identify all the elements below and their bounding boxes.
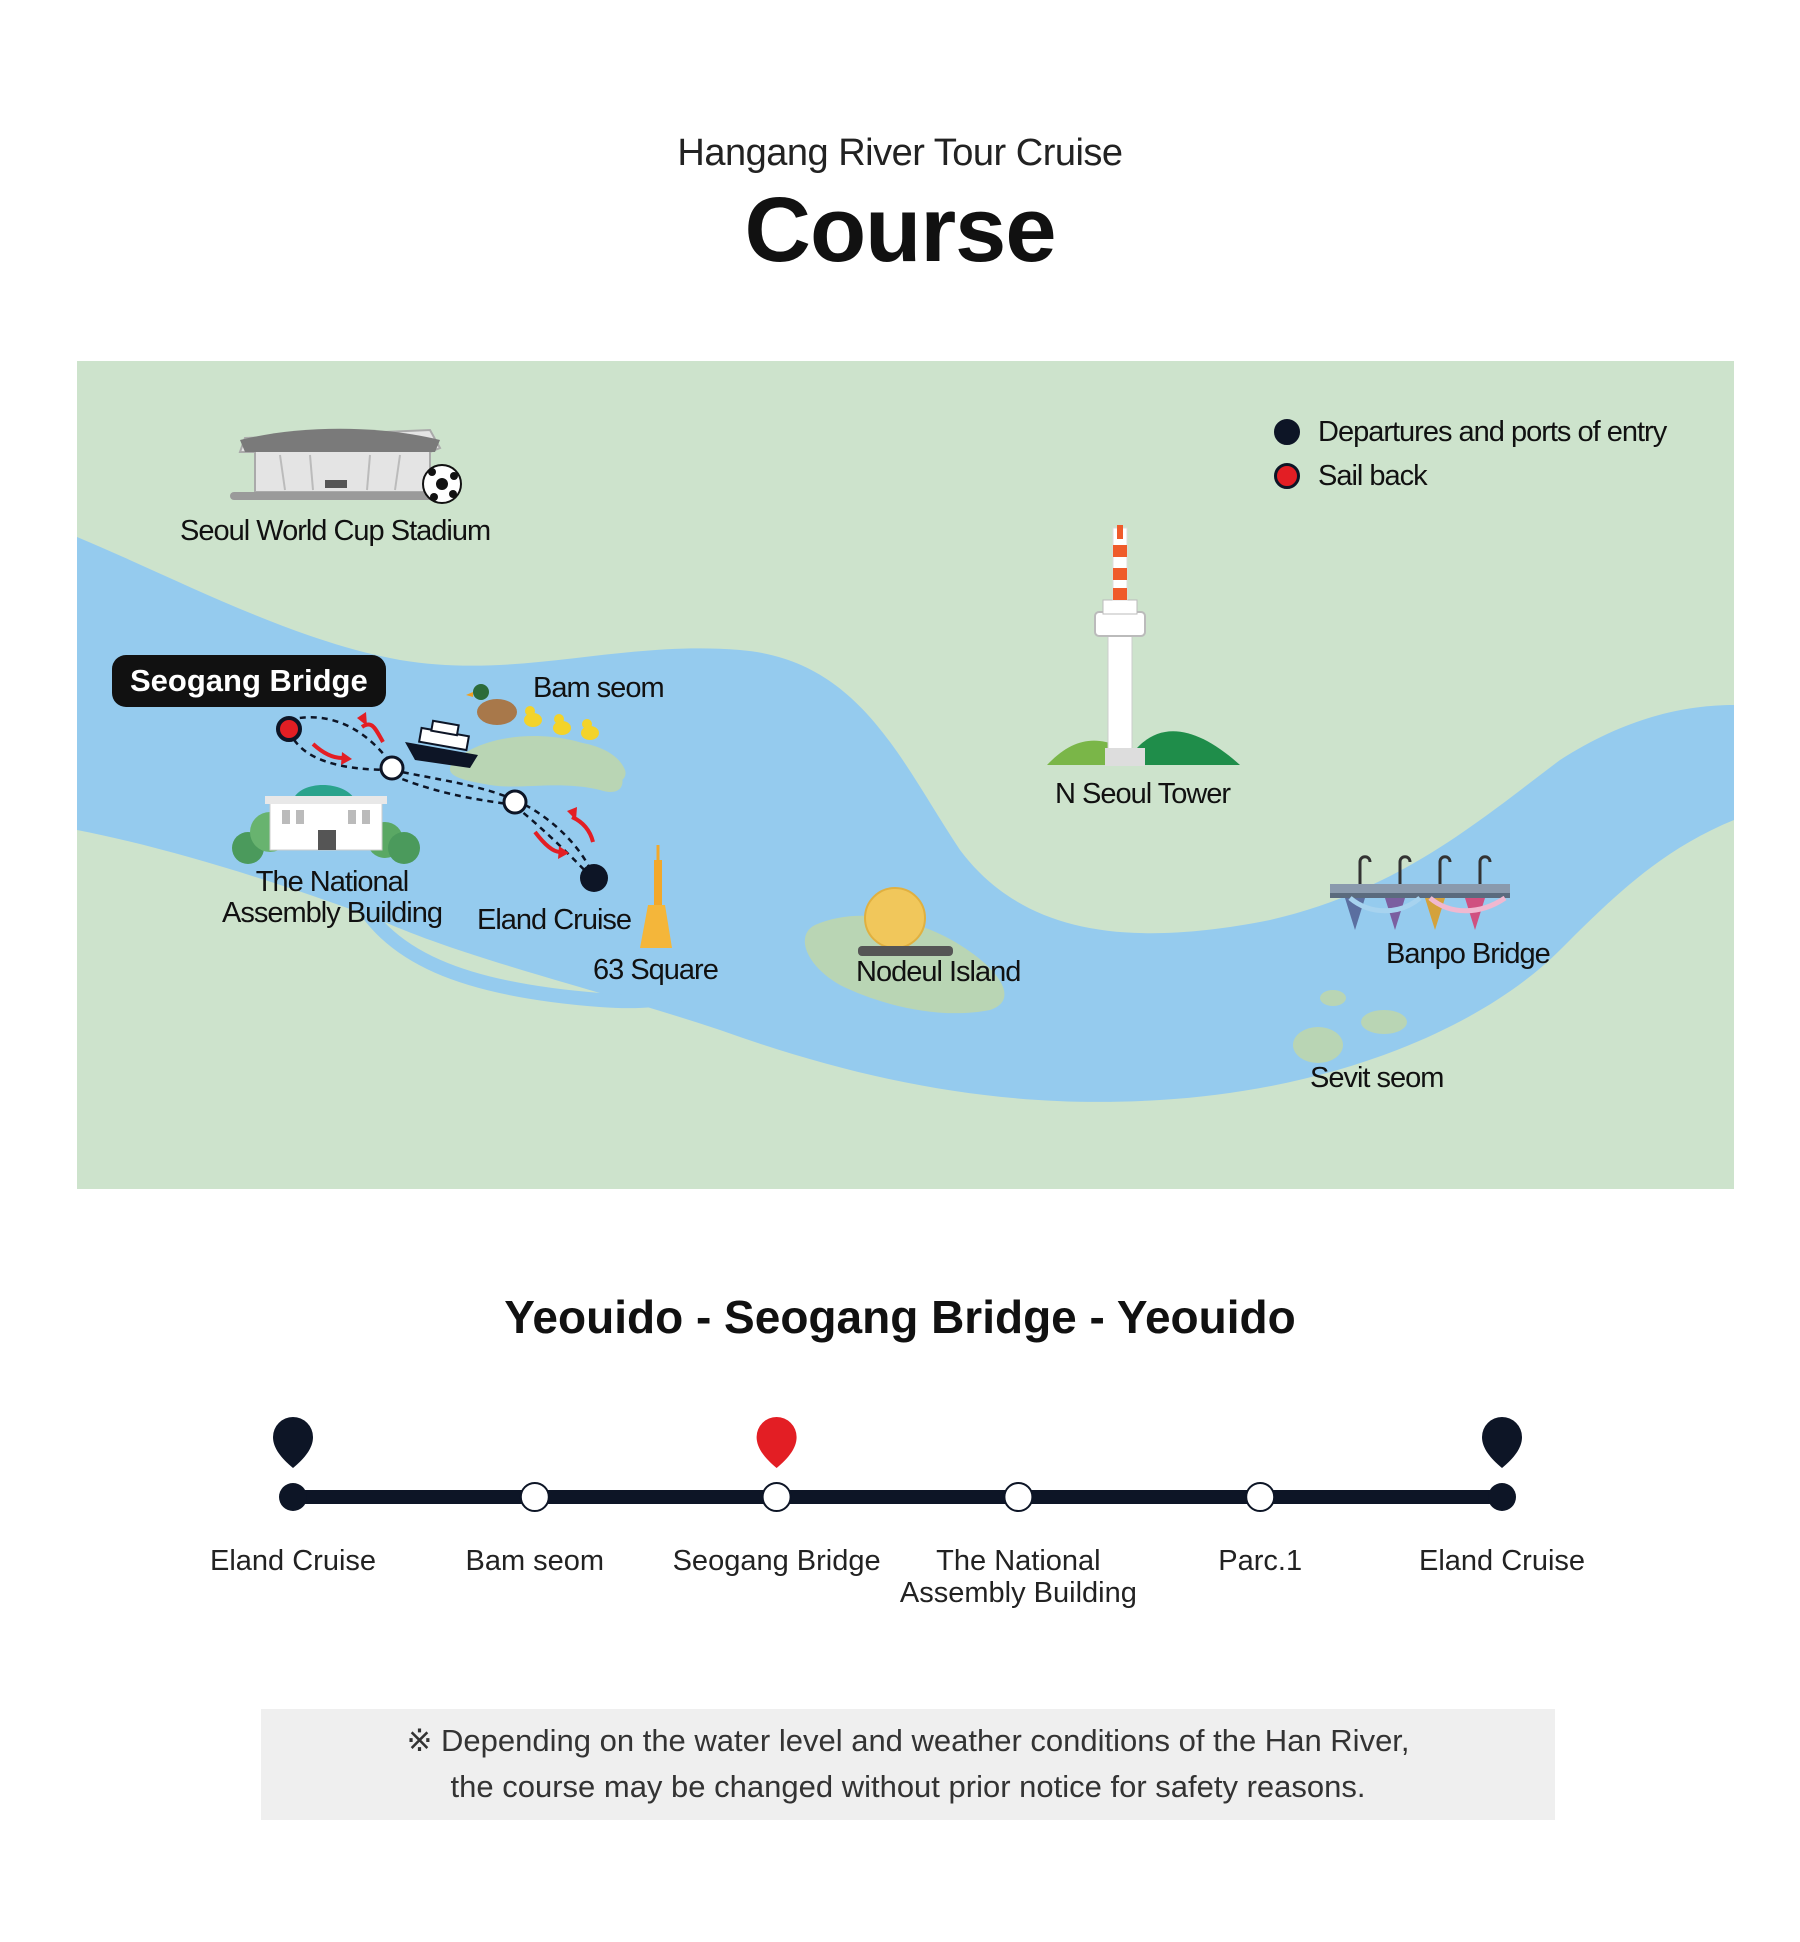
notice-line-2: the course may be changed without prior … <box>450 1769 1366 1804</box>
river-map <box>77 361 1734 1189</box>
route-stop-dot <box>1488 1483 1516 1511</box>
route-stop-label: The National Assembly Building <box>899 1545 1137 1609</box>
sevit-islet-1 <box>1320 990 1346 1006</box>
route-stop-label: Eland Cruise <box>1418 1545 1586 1577</box>
bamseom-island-2 <box>530 741 626 786</box>
sevit-islet-2 <box>1361 1010 1407 1034</box>
stop-marker <box>379 755 405 781</box>
legend-item-departure: Departures and ports of entry <box>1274 410 1667 454</box>
moon-sculpture-icon <box>858 887 953 956</box>
label-sevit: Sevit seom <box>1310 1062 1444 1094</box>
route-stop-label: Bam seom <box>465 1545 605 1577</box>
cruise-ship-icon <box>405 719 478 768</box>
route-stop-label: Seogang Bridge <box>672 1545 881 1577</box>
page-subtitle: Hangang River Tour Cruise <box>677 132 1123 174</box>
seogang-bridge-tag: Seogang Bridge <box>112 655 386 707</box>
label-assembly-line1: The National <box>255 866 409 898</box>
legend-dot-sail-back <box>1274 463 1300 489</box>
notice-line-1: ※ Depending on the water level and weath… <box>406 1723 1410 1758</box>
route-stop-dot <box>1245 1482 1276 1512</box>
label-banpo: Banpo Bridge <box>1386 938 1551 970</box>
label-nodeul: Nodeul Island <box>856 956 1021 988</box>
label-63-square: 63 Square <box>593 954 719 986</box>
sevit-islet-3 <box>1293 1027 1343 1063</box>
legend-item-sail-back: Sail back <box>1274 454 1666 498</box>
eland-port-marker <box>580 864 608 892</box>
map-legend: Departures and ports of entry Sail back <box>1274 410 1667 498</box>
route-stop-label: Eland Cruise <box>209 1545 377 1577</box>
route-path <box>287 716 596 881</box>
bridge-icon <box>1330 855 1510 930</box>
building-63-icon <box>640 845 672 948</box>
legend-label-departure: Departures and ports of entry <box>1318 415 1667 448</box>
label-eland-cruise: Eland Cruise <box>477 904 632 936</box>
route-heading: Yeouido - Seogang Bridge - Yeouido <box>504 1291 1296 1343</box>
han-river <box>77 537 1734 1102</box>
sail-back-pin-icon <box>756 1417 797 1468</box>
stop-marker <box>502 789 528 815</box>
route-stop-label: Parc.1 <box>1218 1545 1303 1577</box>
soccer-ball-icon <box>422 464 462 504</box>
route-stop-dot <box>1003 1482 1034 1512</box>
label-assembly-line2: Assembly Building <box>222 897 443 929</box>
label-stadium: Seoul World Cup Stadium <box>180 515 491 547</box>
seogang-port-marker <box>276 716 302 742</box>
departure-pin-icon <box>273 1417 313 1468</box>
label-bamseom: Bam seom <box>533 672 665 704</box>
tower-icon <box>1047 525 1240 766</box>
nodeul-island <box>804 915 1005 1014</box>
label-tower: N Seoul Tower <box>1055 778 1231 810</box>
departure-pin-icon <box>1482 1417 1522 1468</box>
page-title: Course <box>744 179 1057 281</box>
route-stop-dot <box>761 1482 792 1512</box>
route-diagram <box>273 1417 1522 1512</box>
route-stop-dot <box>279 1483 307 1511</box>
notice-box: ※ Depending on the water level and weath… <box>261 1709 1555 1820</box>
route-stop-dot <box>519 1482 550 1512</box>
duck-icon <box>466 684 599 740</box>
side-channel <box>343 877 682 1009</box>
stadium-icon <box>230 428 445 500</box>
assembly-building-icon <box>232 785 420 864</box>
legend-label-sail-back: Sail back <box>1318 459 1428 492</box>
legend-dot-departure <box>1274 419 1300 445</box>
arrow-heads <box>341 712 577 859</box>
